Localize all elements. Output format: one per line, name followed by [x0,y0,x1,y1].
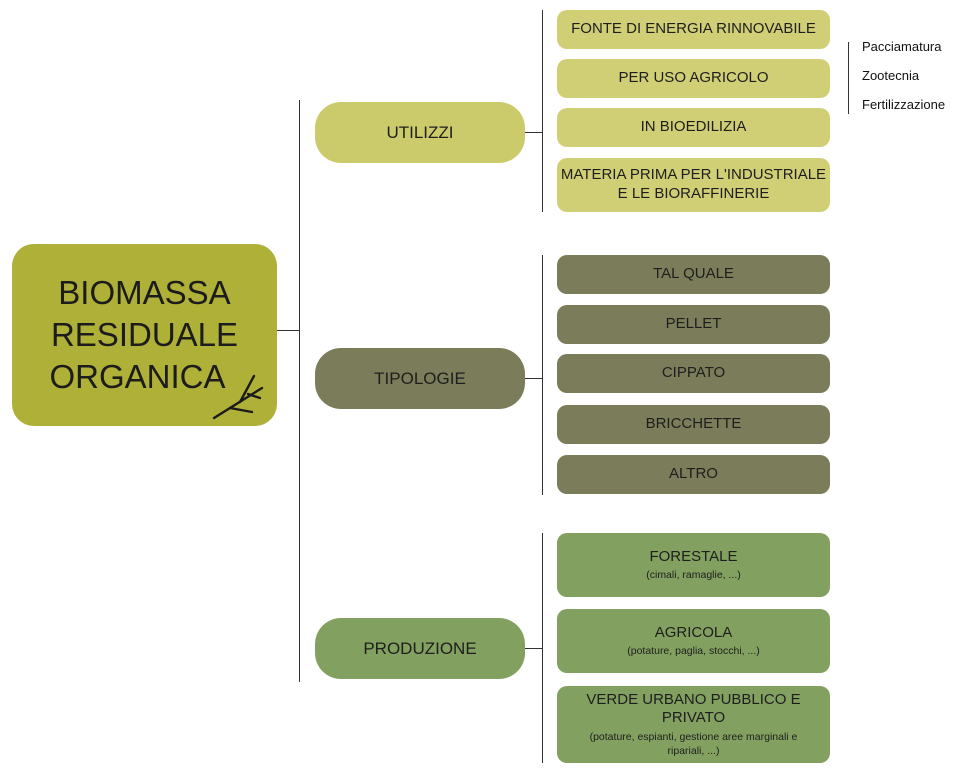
tipologie-item-label: ALTRO [669,465,718,483]
tipologie-item-pellet: PELLET [557,305,830,344]
utilizzi-item-materia-prima: MATERIA PRIMA PER L'INDUSTRIALE E LE BIO… [557,158,830,212]
agricolo-detail-zootecnia: Zootecnia [862,68,920,83]
produzione-item-detail: (cimali, ramaglie, ...) [646,569,741,582]
utilizzi-item-label: PER USO AGRICOLO [618,69,769,87]
produzione-item-label: FORESTALE [649,547,738,565]
main-vertical-connector [299,100,300,682]
produzione-item-detail: (potature, paglia, stocchi, ...) [627,645,760,658]
root-title-line3: ORGANICA [49,358,226,396]
agricolo-detail-pacciamatura: Pacciamatura [862,39,942,54]
tipologie-item-label: PELLET [665,315,722,333]
tipologie-item-cippato: CIPPATO [557,354,830,393]
produzione-item-verde-urbano: VERDE URBANO PUBBLICO E PRIVATO (potatur… [557,686,830,763]
root-node: BIOMASSA RESIDUALE ORGANICA [12,244,277,426]
category-tipologie: TIPOLOGIE [315,348,525,409]
twig-icon [212,374,264,420]
category-utilizzi-label: UTILIZZI [386,122,454,142]
category-tipologie-label: TIPOLOGIE [374,368,466,388]
root-connector [277,330,300,331]
produzione-item-detail-line2: ripariali, ...) [667,745,720,758]
produzione-item-agricola: AGRICOLA (potature, paglia, stocchi, ...… [557,609,830,673]
tipologie-item-label: TAL QUALE [653,265,734,283]
tipologie-connector [525,378,542,379]
utilizzi-item-bioedilizia: IN BIOEDILIZIA [557,108,830,147]
agricolo-detail-fertilizzazione: Fertilizzazione [862,97,946,112]
root-title-line1: BIOMASSA [58,273,231,311]
utilizzi-vertical-connector [542,10,543,212]
tipologie-item-altro: ALTRO [557,455,830,494]
produzione-item-forestale: FORESTALE (cimali, ramaglie, ...) [557,533,830,597]
category-produzione: PRODUZIONE [315,618,525,679]
produzione-item-label: AGRICOLA [654,623,733,641]
root-title-line2: RESIDUALE [50,315,239,353]
utilizzi-item-label: FONTE DI ENERGIA RINNOVABILE [571,20,816,38]
utilizzi-item-energia: FONTE DI ENERGIA RINNOVABILE [557,10,830,49]
utilizzi-connector [525,132,542,133]
utilizzi-item-label-line2: E LE BIORAFFINERIE [617,185,770,202]
utilizzi-item-label: IN BIOEDILIZIA [640,118,747,136]
produzione-connector [525,648,542,649]
utilizzi-item-label-line1: MATERIA PRIMA PER L'INDUSTRIALE [560,166,827,184]
produzione-vertical-connector [542,533,543,763]
tipologie-item-label: CIPPATO [661,364,726,382]
tipologie-item-label: BRICCHETTE [645,415,742,433]
utilizzi-item-agricolo: PER USO AGRICOLO [557,59,830,98]
produzione-item-detail-line1: (potature, espianti, gestione aree margi… [589,731,798,744]
category-produzione-label: PRODUZIONE [363,638,477,658]
tipologie-item-tal-quale: TAL QUALE [557,255,830,294]
tipologie-item-bricchette: BRICCHETTE [557,405,830,444]
produzione-item-label: VERDE URBANO PUBBLICO E PRIVATO [586,690,801,727]
category-utilizzi: UTILIZZI [315,102,525,163]
tipologie-vertical-connector [542,255,543,495]
agricolo-detail-bracket [848,42,849,114]
